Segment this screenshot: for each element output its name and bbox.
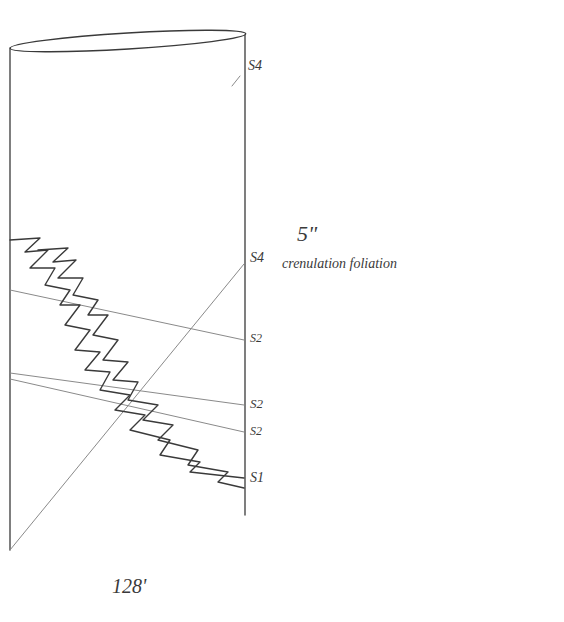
core-edge <box>244 35 245 515</box>
crenulated-band <box>10 238 244 478</box>
foliation-plane <box>10 379 244 432</box>
sketch-label: S2 <box>250 397 263 411</box>
sketch-label: crenulation foliation <box>282 256 397 271</box>
sketch-label: S4 <box>248 58 262 73</box>
core-edge <box>9 48 10 550</box>
foliation-plane <box>10 373 244 405</box>
foliation-plane <box>10 264 244 550</box>
sketch-label: S2 <box>250 425 262 438</box>
sketch-label: S4 <box>250 250 264 265</box>
sketch-label: S2 <box>250 332 262 345</box>
foliation-plane <box>10 290 244 340</box>
sketch-label: S1 <box>250 470 264 485</box>
core-top <box>10 26 247 56</box>
sketch-label: 128' <box>112 575 146 597</box>
foliation-plane <box>232 76 240 86</box>
sketch-label: 5" <box>297 222 317 246</box>
crenulated-band <box>38 248 244 488</box>
